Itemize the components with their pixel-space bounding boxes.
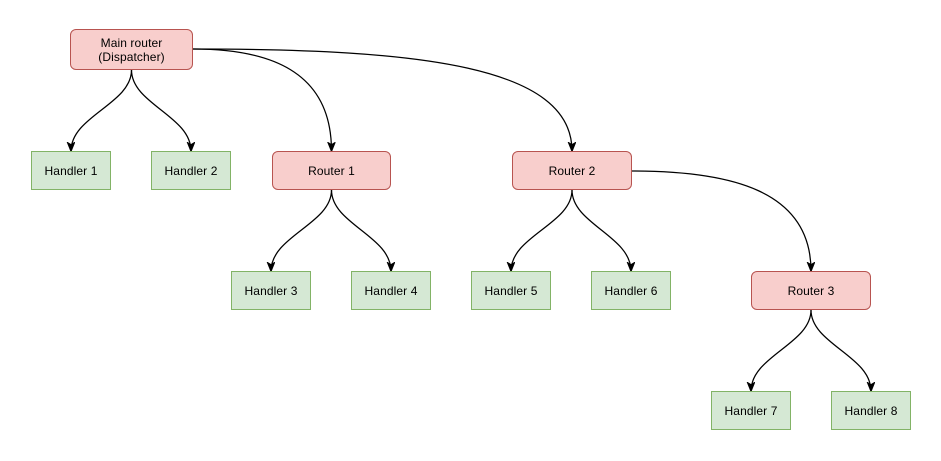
edge-router-2-to-handler-6 — [571, 189, 631, 271]
node-handler-4[interactable]: Handler 4 — [351, 271, 431, 310]
node-label-handler-1: Handler 1 — [44, 163, 98, 178]
edge-main-router-to-router-2 — [192, 48, 572, 151]
edge-router-3-to-handler-8 — [810, 309, 871, 391]
edges-group — [71, 48, 871, 391]
node-label-router-1: Router 1 — [308, 163, 355, 178]
node-label-router-2: Router 2 — [548, 163, 596, 178]
node-label-handler-6: Handler 6 — [604, 283, 658, 298]
node-label-handler-7: Handler 7 — [724, 403, 778, 418]
edge-router-1-to-handler-3 — [271, 189, 333, 271]
node-handler-8[interactable]: Handler 8 — [831, 391, 911, 430]
node-label-handler-2: Handler 2 — [164, 163, 218, 178]
node-label-main-router: Main router (Dispatcher) — [98, 35, 165, 64]
node-label-handler-4: Handler 4 — [364, 283, 418, 298]
edge-router-2-to-router-3 — [631, 170, 811, 271]
edge-router-2-to-handler-5 — [511, 189, 573, 271]
node-handler-7[interactable]: Handler 7 — [711, 391, 791, 430]
node-handler-1[interactable]: Handler 1 — [31, 151, 111, 190]
edge-router-3-to-handler-7 — [751, 309, 812, 391]
node-router-3[interactable]: Router 3 — [751, 271, 871, 310]
node-main-router[interactable]: Main router (Dispatcher) — [70, 29, 193, 70]
node-handler-5[interactable]: Handler 5 — [471, 271, 551, 310]
node-label-handler-3: Handler 3 — [244, 283, 298, 298]
edge-main-router-to-handler-2 — [130, 69, 192, 151]
node-handler-3[interactable]: Handler 3 — [231, 271, 311, 310]
node-handler-2[interactable]: Handler 2 — [151, 151, 231, 190]
edge-main-router-to-router-1 — [192, 48, 332, 151]
node-handler-6[interactable]: Handler 6 — [591, 271, 671, 310]
node-label-handler-5: Handler 5 — [484, 283, 538, 298]
node-label-handler-8: Handler 8 — [844, 403, 898, 418]
edge-router-1-to-handler-4 — [330, 189, 392, 271]
node-label-router-3: Router 3 — [787, 283, 835, 298]
node-router-1[interactable]: Router 1 — [272, 151, 391, 190]
edge-main-router-to-handler-1 — [71, 69, 133, 151]
node-router-2[interactable]: Router 2 — [512, 151, 632, 190]
